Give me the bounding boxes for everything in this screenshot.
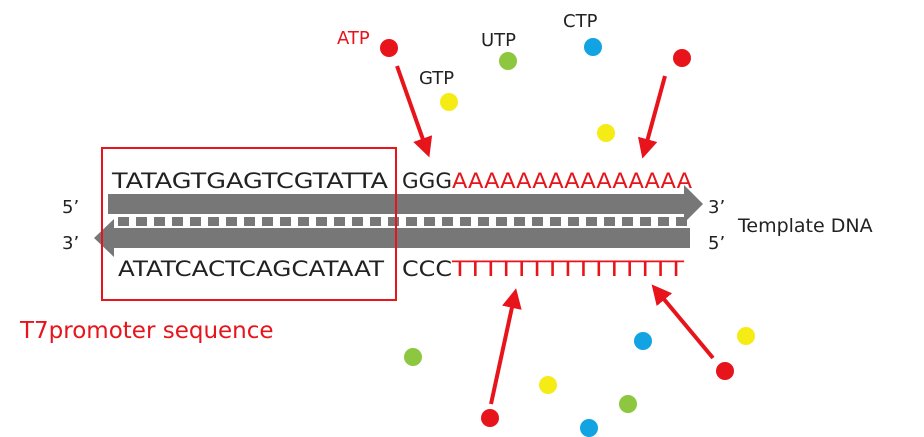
base-pair-rung: [370, 217, 381, 226]
atp-dot: [716, 362, 734, 380]
base-pair-rung: [154, 217, 165, 226]
gtp-label: GTP: [419, 68, 454, 89]
base-pair-rung: [262, 217, 273, 226]
bottom-promoter-seq: ATATCACTCAGCATAAT: [118, 257, 384, 281]
base-pair-rung: [478, 217, 489, 226]
arrow-atp-to-bottom-1: [489, 288, 522, 405]
bottom-strand-arrow: [94, 219, 690, 257]
base-pair-rung: [622, 217, 633, 226]
top-3-prime-label: 3’: [708, 197, 725, 218]
base-pair-rungs: [118, 217, 687, 226]
base-pair-rung: [658, 217, 669, 226]
template-dna-label: Template DNA: [737, 215, 873, 237]
ctp-dot: [580, 419, 598, 437]
base-pair-rung: [424, 217, 435, 226]
base-pair-rung: [532, 217, 543, 226]
base-pair-rung: [586, 217, 597, 226]
dna-double-strand: [94, 185, 703, 257]
ctp-label: CTP: [563, 11, 598, 32]
atp-dot: [481, 409, 499, 427]
arrow-atp-to-top-2: [637, 75, 667, 159]
base-pair-rung: [406, 217, 417, 226]
base-pair-rung: [298, 217, 309, 226]
base-pair-rung: [352, 217, 363, 226]
top-strand-sequence: TATAGTGAGTCGTATTA GGG AAAAAAAAAAAAAAA: [111, 169, 693, 193]
base-pair-rung: [550, 217, 561, 226]
top-5-prime-label: 5’: [62, 197, 79, 218]
base-pair-rung: [568, 217, 579, 226]
ctp-dot: [634, 332, 652, 350]
base-pair-rung: [640, 217, 651, 226]
base-pair-rung: [136, 217, 147, 226]
utp-label: UTP: [481, 30, 516, 51]
base-pair-rung: [190, 217, 201, 226]
base-pair-rung: [118, 217, 129, 226]
ctp-dot: [584, 38, 602, 56]
gtp-dot: [440, 93, 458, 111]
base-pair-rung: [244, 217, 255, 226]
utp-dot: [619, 395, 637, 413]
base-pair-rung: [388, 217, 399, 226]
t7-promoter-box: [101, 147, 397, 301]
base-pair-rung: [604, 217, 615, 226]
bottom-transcript-seq: TTTTTTTTTTTTTTT: [451, 257, 684, 281]
nucleotide-dots: [380, 38, 755, 437]
bottom-ccc-seq: CCC: [402, 257, 452, 281]
gtp-dot: [737, 327, 755, 345]
bottom-3-prime-label: 3’: [62, 233, 79, 254]
base-pair-rung: [226, 217, 237, 226]
top-strand-arrow: [108, 185, 703, 223]
gtp-dot: [539, 376, 557, 394]
base-pair-rung: [316, 217, 327, 226]
base-pair-rung: [208, 217, 219, 226]
gtp-dot: [597, 124, 615, 142]
base-pair-rung: [172, 217, 183, 226]
bottom-strand-sequence: ATATCACTCAGCATAAT CCC TTTTTTTTTTTTTTT: [118, 257, 684, 281]
base-pair-rung: [280, 217, 291, 226]
atp-label: ATP: [337, 28, 370, 49]
utp-dot: [404, 348, 422, 366]
arrow-atp-to-bottom-2: [651, 284, 715, 360]
incorporation-arrows: [395, 65, 715, 405]
atp-dot: [380, 39, 398, 57]
base-pair-rung: [460, 217, 471, 226]
base-pair-rung: [442, 217, 453, 226]
bottom-5-prime-label: 5’: [708, 233, 725, 254]
atp-dot: [673, 49, 691, 67]
base-pair-rung: [334, 217, 345, 226]
t7-promoter-label: T7promoter sequence: [19, 318, 274, 344]
base-pair-rung: [496, 217, 507, 226]
top-transcript-seq: AAAAAAAAAAAAAAA: [452, 169, 693, 193]
utp-dot: [499, 52, 517, 70]
top-ggg-seq: GGG: [402, 169, 452, 193]
arrow-atp-to-top-1: [395, 65, 433, 158]
top-promoter-seq: TATAGTGAGTCGTATTA: [111, 169, 389, 193]
base-pair-rung: [514, 217, 525, 226]
base-pair-rung: [676, 217, 687, 226]
